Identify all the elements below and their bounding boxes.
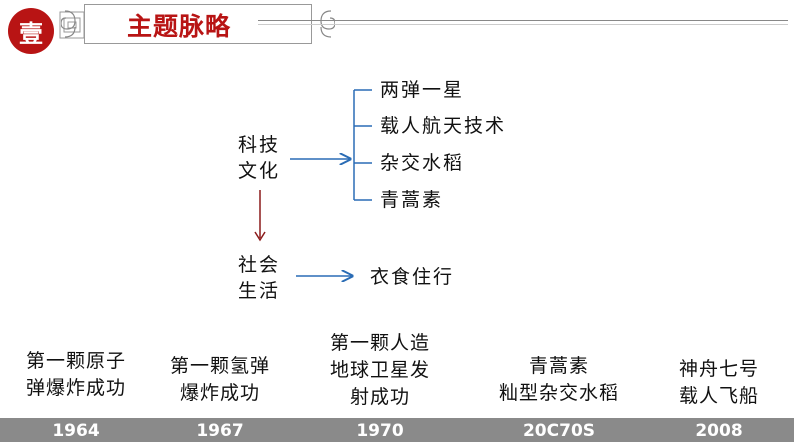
year-label: 20C70S (522, 421, 596, 441)
event-1970: 第一颗人造 地球卫星发 射成功 (312, 330, 448, 411)
event-2008: 神舟七号 载人飞船 (660, 356, 778, 410)
node-social-life: 社会 生活 (238, 252, 280, 304)
branch-item-3: 杂交水稻 (380, 152, 465, 174)
node-tech-culture-line1: 科技 (238, 134, 281, 156)
event-1964: 第一颗原子 弹爆炸成功 (12, 348, 140, 402)
event-line: 第一颗人造 (329, 332, 430, 354)
event-line: 载人飞船 (678, 385, 759, 407)
node-social-life-line1: 社会 (238, 254, 281, 276)
node-tech-culture-line2: 文化 (238, 160, 281, 182)
year-label: 1964 (52, 421, 100, 441)
year-label: 1967 (196, 421, 244, 441)
node-social-life-line2: 生活 (238, 280, 281, 302)
arrow-down-head (254, 231, 266, 242)
ornament-left-icon (61, 10, 76, 38)
branch-item-1: 两弹一星 (380, 79, 465, 101)
event-line: 爆炸成功 (179, 382, 260, 404)
node-tech-culture: 科技 文化 (238, 132, 280, 184)
event-line: 弹爆炸成功 (25, 377, 126, 399)
timeline-bar (0, 418, 794, 442)
node-daily-life: 衣食住行 (370, 266, 455, 288)
header-rule (258, 20, 788, 21)
section-badge: 壹 (8, 8, 54, 54)
event-line: 地球卫星发 (329, 359, 430, 381)
page-title: 主题脉略 (127, 12, 232, 41)
event-line: 青蒿素 (528, 355, 589, 377)
branch-item-4: 青蒿素 (380, 189, 444, 211)
branch-item-2: 载人航天技术 (380, 115, 507, 137)
event-line: 第一颗原子 (25, 350, 126, 372)
year-label: 2008 (695, 421, 743, 441)
event-line: 第一颗氢弹 (169, 355, 270, 377)
header: 壹 主题脉略 (0, 0, 794, 62)
event-line: 射成功 (349, 386, 410, 408)
year-label: 1970 (356, 421, 404, 441)
event-line: 籼型杂交水稻 (498, 382, 619, 404)
event-line: 神舟七号 (678, 358, 759, 380)
event-1967: 第一颗氢弹 爆炸成功 (156, 353, 284, 407)
event-20c70s: 青蒿素 籼型杂交水稻 (482, 353, 636, 407)
header-rule-secondary (258, 24, 788, 25)
